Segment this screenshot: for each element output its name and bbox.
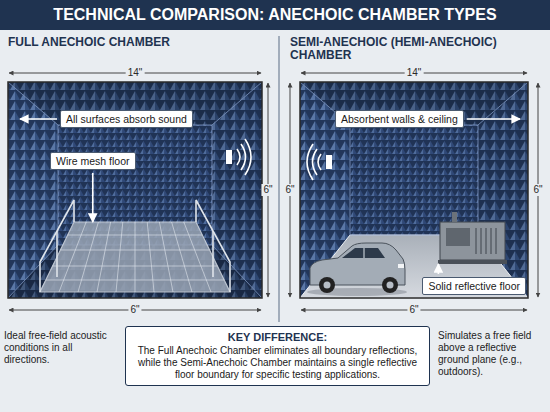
wire-mesh-platform [40, 200, 74, 292]
wire-mesh-platform [196, 200, 230, 292]
wire-mesh-platform [40, 222, 230, 292]
semi-anechoic-chamber-drawing [350, 125, 478, 235]
leader-arrow [438, 264, 440, 274]
wire-mesh-platform [184, 222, 211, 292]
sound-waves [307, 144, 332, 180]
leader-arrow [20, 118, 57, 120]
dimension-lines [9, 73, 538, 310]
generator-illustration [486, 228, 487, 254]
car-illustration [307, 243, 407, 296]
generator-illustration [481, 228, 482, 254]
car-illustration [382, 277, 398, 293]
wire-mesh-platform [135, 222, 136, 292]
semi-anechoic-chamber-drawing [350, 125, 478, 235]
car-illustration [387, 282, 394, 289]
wire-mesh-platform [159, 222, 173, 292]
panel-caption: Simulates a free field above a reflectiv… [438, 330, 546, 378]
generator-illustration [440, 222, 505, 260]
dimension-label: 6" [407, 304, 420, 316]
dimension-label: 14" [126, 67, 145, 79]
semi-anechoic-chamber-drawing [300, 82, 528, 298]
wire-mesh-platform [56, 231, 58, 277]
dimension-label: 6" [283, 184, 296, 196]
wire-mesh-platform [212, 231, 214, 277]
full-chamber-drawing [212, 82, 262, 125]
box-text: KEY DIFFERENCE: [132, 331, 423, 343]
full-chamber-drawing [8, 82, 262, 298]
semi-anechoic-chamber-drawing [300, 82, 528, 298]
sound-waves [241, 144, 246, 170]
generator-illustration [452, 212, 457, 222]
sound-waves [226, 139, 251, 175]
wire-mesh-platform [40, 200, 230, 292]
sound-waves [326, 155, 332, 169]
sound-waves [226, 150, 232, 164]
wire-mesh-platform [147, 222, 154, 292]
generator-illustration [438, 260, 507, 264]
panel-heading: FULL ANECHOIC CHAMBER [8, 36, 263, 49]
car-illustration [398, 264, 404, 268]
wire-mesh-platform [97, 222, 111, 292]
panel-caption: Ideal free-field acoustic conditions in … [4, 330, 120, 366]
full-chamber-drawing [8, 82, 262, 298]
dimension-label: 6" [531, 184, 544, 196]
car-illustration [324, 282, 331, 289]
full-chamber-drawing [8, 82, 58, 125]
panel-divider [278, 36, 280, 322]
sound-waves [313, 149, 318, 175]
box-text: Wire mesh floor [56, 155, 130, 167]
sound-waves [245, 139, 251, 175]
sound-waves [237, 149, 240, 165]
leader-arrow [467, 118, 520, 120]
car-illustration [363, 248, 365, 258]
wire-mesh-platform [59, 222, 86, 292]
callout-box: All surfaces absorb sound [60, 110, 193, 128]
generator-illustration [476, 228, 496, 254]
semi-anechoic-chamber-drawing [300, 82, 528, 235]
wire-mesh-platform [40, 200, 230, 292]
page-title: TECHNICAL COMPARISON: ANECHOIC CHAMBER T… [0, 0, 550, 30]
sound-waves [318, 154, 321, 170]
car-illustration [342, 248, 385, 258]
full-chamber-drawing [8, 82, 262, 298]
box-body-text: The Full Anechoic Chamber eliminates all… [132, 345, 423, 381]
title-bar [0, 0, 550, 30]
box-text: All surfaces absorb sound [66, 113, 187, 125]
callout-box: Absorbent walls & ceiling [335, 110, 464, 128]
dimension-label: 6" [128, 304, 141, 316]
car-illustration [319, 277, 335, 293]
box-text: Absorbent walls & ceiling [341, 113, 458, 125]
generator-illustration [491, 228, 492, 254]
dimension-label: 6" [261, 184, 274, 196]
dimension-label: 14" [405, 67, 424, 79]
semi-anechoic-chamber-drawing [300, 82, 528, 298]
sound-waves [307, 144, 313, 180]
full-chamber-drawing [8, 82, 262, 298]
wire-mesh-platform [78, 222, 98, 292]
generator-illustration [446, 228, 470, 246]
generator-illustration [438, 212, 507, 264]
wire-mesh-platform [46, 222, 224, 292]
box-text: Solid reflective floor [428, 280, 520, 292]
generator-illustration [476, 228, 477, 254]
generator-illustration [496, 228, 497, 254]
leader-arrow [92, 173, 94, 222]
wire-mesh-platform [116, 222, 123, 292]
key-difference-box: KEY DIFFERENCE: The Full Anechoic Chamber… [125, 326, 430, 386]
callout-box: Wire mesh floor [50, 152, 136, 170]
panel-heading: SEMI-ANECHOIC (HEMI-ANECHOIC) CHAMBER [290, 36, 540, 62]
wire-mesh-platform [172, 222, 192, 292]
callout-box: Solid reflective floor [422, 277, 526, 295]
